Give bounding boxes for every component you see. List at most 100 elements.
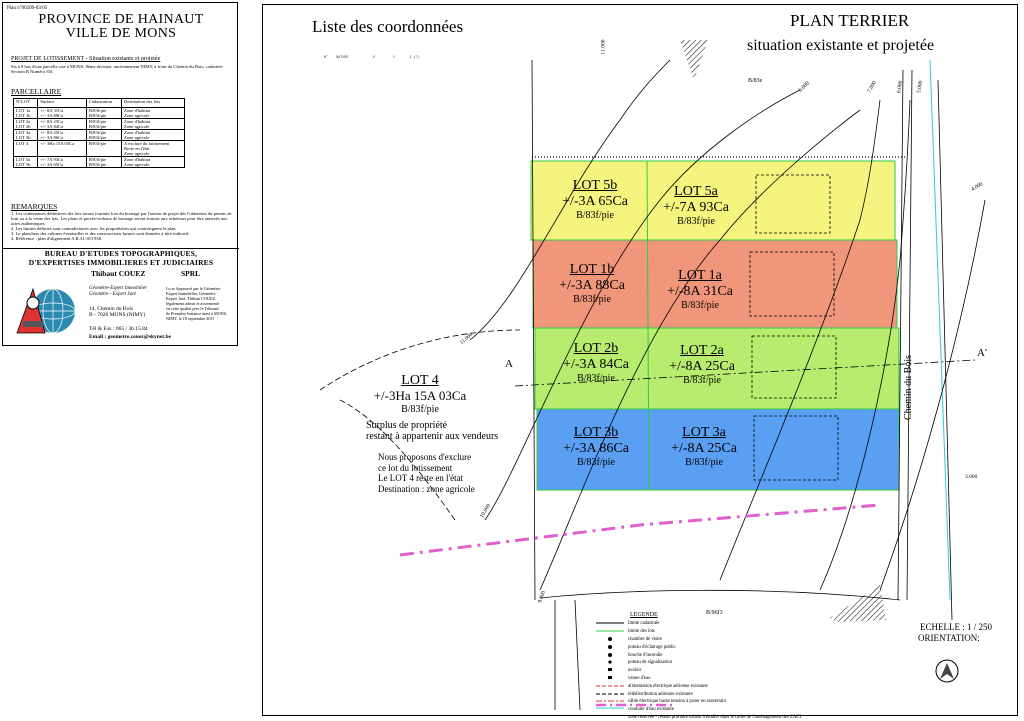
section-line <box>514 359 976 387</box>
lot-5a-label: LOT 5a +/-7A 93Ca B/83f/pie <box>656 184 736 228</box>
parcel-96-label: B/96f3 <box>706 610 723 616</box>
legend-item: conduite d'eau existante <box>628 707 674 713</box>
lot4-boundary-south <box>339 399 456 521</box>
surveyor-titles: Géomètre-Expert Immobilier Géomètre - Ex… <box>89 286 147 299</box>
lot-4-desc-1: Surplus de propriété <box>366 420 448 431</box>
table-cell: LOT 3a LOT 3b <box>12 129 39 141</box>
contour-4 <box>879 199 986 591</box>
coord-list: N° NATURE X Y Z (?) <box>324 56 474 60</box>
lot-2b-name: LOT 2b <box>573 341 619 356</box>
lot-3-zone <box>536 408 900 491</box>
lot-5a-area: +/-7A 93Ca <box>663 200 729 216</box>
legend-item: chambre de visite <box>628 636 662 642</box>
company-form: SPRL <box>181 269 201 278</box>
declaration-line: Lu et Approuvé par le Géomètre <box>166 286 221 291</box>
remarque-item: 4. Référence : plan d'alignement A.R.31/… <box>11 236 103 241</box>
lot-2a-label: LOT 2a +/-8A 25Ca B/83f/pie <box>662 343 742 387</box>
lot-4-note-3: Le LOT 4 reste en l'état <box>378 473 464 483</box>
hatched-building-south <box>830 585 886 622</box>
lot-5b-label: LOT 5b +/-3A 65Ca B/83f/pie <box>560 178 630 222</box>
lot-5a-ref: B/83f/pie <box>677 216 715 228</box>
lot-3a-area: +/-8A 25Ca <box>671 441 737 457</box>
building-footprint-3a <box>753 415 839 481</box>
lot-4-name: LOT 4 <box>401 373 439 388</box>
lot-4-ref: B/83f/pie <box>401 404 439 416</box>
plan-title: PLAN TERRIER <box>790 11 910 30</box>
water-pipe-line <box>929 59 951 601</box>
remarque-item: 1. Les contenances définitives des lots … <box>11 211 232 226</box>
legend-item: poteau d'éclairage public <box>628 644 676 650</box>
table-cell: +/- 7A 93Ca +/- 3A 65Ca <box>37 156 87 168</box>
declaration-line: Expert Juré, Thibaut COUEZ, <box>166 296 217 301</box>
lot-3b-area: +/-3A 86Ca <box>563 441 629 457</box>
bureau-title: BUREAU D'ETUDES TOPOGRAPHIQUES, D'EXPERT… <box>7 249 235 267</box>
lot-2b-ref: B/83f/pie <box>577 373 615 385</box>
lot-divider <box>646 160 650 491</box>
project-description: Sis à 8 lots d'une parcelle sise à MONS,… <box>11 64 223 75</box>
road-edge-west <box>897 69 904 601</box>
legend-item: limite cadastrale <box>628 621 660 627</box>
reserved-zone-line <box>399 503 881 557</box>
lot-2b-label: LOT 2b +/-3A 84Ca B/83f/pie <box>556 341 636 385</box>
legend-item: limite des lots <box>628 629 655 635</box>
lot-1a-ref: B/83f/pie <box>681 300 719 312</box>
declaration-line: Expert Immobilier, Géomètre <box>166 291 216 296</box>
bureau-line-2: D'EXPERTISES IMMOBILIERES ET JUDICIAIRES <box>28 257 214 267</box>
scale-label: ECHELLE : 1 / 250 <box>920 622 992 632</box>
address: 14, Chemin du Bois B - 7020 MONS (NIMY) <box>89 306 145 319</box>
table-cell: A exclure du lotissement Reste en l'état… <box>120 140 186 157</box>
contour-9 <box>539 109 861 591</box>
lot-1a-label: LOT 1a +/-8A 31Ca B/83f/pie <box>660 268 740 312</box>
title-line-1: Géomètre-Expert Immobilier <box>89 286 147 291</box>
city-title: VILLE DE MONS <box>65 26 177 41</box>
contour-6 <box>819 99 911 591</box>
lot-5a-name: LOT 5a <box>674 184 718 199</box>
bureau-line-1: BUREAU D'ETUDES TOPOGRAPHIQUES, <box>44 249 198 258</box>
lot-4-note-1: Nous proposons d'exclure <box>378 452 472 462</box>
project-title: PROJET DE LOTISSEMENT - Situation exista… <box>11 56 161 62</box>
surveyor-name: Thibaut COUEZ <box>91 269 146 278</box>
parcellaire-heading: PARCELLAIRE <box>11 87 62 96</box>
table-cell: B/83f/pie B/83f/pie <box>85 129 122 141</box>
legend-item: poteau de signalisation <box>628 660 672 666</box>
parcel-83e-label: B/83e <box>748 78 763 84</box>
lot-4-label: LOT 4 +/-3Ha 15A 03Ca B/83f/pie <box>360 373 480 416</box>
lot-3a-ref: B/83f/pie <box>685 457 723 469</box>
plan-reference: Plan n°00209-03/05 <box>7 6 48 11</box>
title-block-panel: Plan n°00209-03/05 PROVINCE DE HAINAUT V… <box>2 2 239 346</box>
address-line-1: 14, Chemin du Bois <box>89 306 134 312</box>
table-cell: +/- 8A 31Ca +/- 3A 88Ca <box>37 107 87 119</box>
road-edge-east <box>937 79 953 621</box>
lot-1b-area: +/-3A 88Ca <box>559 278 625 294</box>
legend-item: télédistribution aérienne existante <box>628 691 693 697</box>
building-footprint-1a <box>749 251 835 317</box>
remarques-heading: REMARQUES <box>11 202 58 211</box>
road-south-2 <box>574 599 581 711</box>
lot-4-desc-2: restant à appartenir aux vendeurs <box>366 431 499 442</box>
parcel-boundary-south <box>539 589 901 601</box>
lot-3b-label: LOT 3b +/-3A 86Ca B/83f/pie <box>556 425 636 469</box>
lot-2a-area: +/-8A 25Ca <box>669 359 735 375</box>
legend-item: câble électrique basse tension à poser e… <box>628 699 726 705</box>
lot-1b-name: LOT 1b <box>569 262 615 277</box>
legend-item: alimentation électrique aérienne existan… <box>628 683 708 689</box>
north-arrow-icon <box>940 663 954 679</box>
lot-2-zone <box>534 327 900 410</box>
table-cell: Zone d'habitat Zone agricole <box>120 118 186 130</box>
email: Email : geometre.couez@skynet.be <box>89 334 171 340</box>
remarque-item: 3. Le planchers des cultures éventuelles… <box>11 231 190 236</box>
coord-list-header: N° NATURE X Y Z (?) <box>324 56 420 60</box>
plan-subtitle: situation existante et projetée <box>747 37 935 54</box>
remarques-list: 1. Les contenances définitives des lots … <box>11 211 233 241</box>
phone: Tél & Fax : 065 / 36.15.84 <box>89 326 148 332</box>
legend-item: bouche d'incendie <box>628 652 663 658</box>
lot-4-note: Nous proposons d'exclure ce lot du lotis… <box>378 452 475 494</box>
lot-4-area: +/-3Ha 15A 03Ca <box>373 388 467 404</box>
lot-4-note-2: ce lot du lotissement <box>378 462 453 473</box>
province-title: PROVINCE DE HAINAUT <box>38 12 204 27</box>
lot-4-description: Surplus de propriété restant à apparteni… <box>366 420 498 442</box>
